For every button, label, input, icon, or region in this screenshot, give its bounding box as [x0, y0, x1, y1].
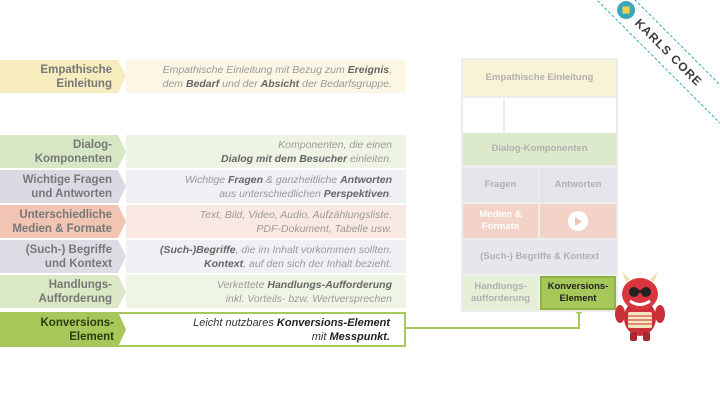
brand-ribbon: KARLS CORE — [579, 0, 720, 125]
description-text: Handlungs-Aufforderung — [267, 278, 392, 291]
description-text: (Such-)Begriffe — [159, 243, 236, 256]
wire-medien: Medien & Formate — [463, 204, 538, 238]
description-text: einleiten. — [347, 152, 392, 165]
row-label-line: Wichtige Fragen — [22, 173, 112, 186]
wire-dialog: Dialog-Komponenten — [463, 133, 616, 165]
description-text: Dialog mit dem Besucher — [221, 152, 348, 165]
wire-video[interactable] — [540, 204, 616, 238]
description-text: PDF-Dokument, Tabelle usw. — [256, 222, 392, 235]
description-text: Leicht nutzbares — [193, 316, 277, 329]
description-text: , auf den sich der Inhalt bezieht. — [243, 257, 392, 270]
description-text: dem — [162, 77, 186, 90]
page-wireframe: Empathische Einleitung Dialog-Komponente… — [461, 58, 618, 312]
description-text: Verkettete — [216, 278, 268, 291]
row-label-line: und Kontext — [44, 257, 112, 270]
description-text: mit — [311, 330, 330, 343]
row-label-line: Handlungs- — [48, 278, 112, 291]
wire-konversion[interactable]: Konversions-Element — [540, 276, 616, 310]
row-label-line: Element — [69, 330, 114, 343]
description-text: Antworten — [340, 173, 392, 186]
description-text: Bedarf — [185, 77, 220, 90]
mascot-monster-icon — [610, 270, 670, 342]
wire-antworten: Antworten — [540, 168, 616, 202]
description-text: Konversions-Element — [276, 316, 390, 329]
description-text: Messpunkt. — [329, 330, 390, 343]
description-text: aus unterschiedlichen — [219, 187, 324, 200]
description-text: & ganzheitliche — [263, 173, 341, 186]
row-label-line: und Antworten — [31, 187, 112, 200]
row-description: Wichtige Fragen & ganzheitliche Antworte… — [126, 170, 406, 203]
row-label: Dialog-Komponenten — [0, 135, 126, 168]
description-text: Perspektiven — [323, 187, 390, 200]
wire-fragen: Fragen — [463, 168, 538, 202]
description-text: Text, Bild, Video, Audio, Aufzählungslis… — [199, 208, 392, 221]
description-text: Komponenten, die einen — [278, 138, 392, 151]
connector-horizontal — [406, 327, 580, 329]
row-description: (Such-)Begriffe, die im Inhalt vorkommen… — [126, 240, 406, 273]
description-text: Absicht — [260, 77, 300, 90]
description-text: inkl. Vorteils- bzw. Wertversprechen — [225, 292, 392, 305]
brand-name: KARLS CORE — [631, 15, 706, 90]
row-label-line: (Such-) Begriffe — [25, 243, 112, 256]
description-text: Fragen — [228, 173, 264, 186]
row-label-line: Unterschiedliche — [19, 208, 112, 221]
wire-empathische: Empathische Einleitung — [463, 60, 616, 96]
connector-vertical — [578, 310, 580, 329]
description-text: und der — [219, 77, 261, 90]
row-description: Empathische Einleitung mit Bezug zum Ere… — [126, 60, 406, 93]
row-label-line: Einleitung — [56, 77, 112, 90]
row-label-line: Empathische — [40, 63, 112, 76]
row-label-line: Konversions- — [40, 316, 115, 329]
row-label-line: Medien & Formate — [12, 222, 112, 235]
play-icon[interactable] — [568, 211, 588, 231]
wire-handlung: Handlungs-aufforderung — [463, 276, 538, 310]
description-text: , die im Inhalt vorkommen sollten. — [235, 243, 392, 256]
row-label-line: Komponenten — [34, 152, 112, 165]
row-description: Text, Bild, Video, Audio, Aufzählungslis… — [126, 205, 406, 238]
description-text: Ereignis — [347, 63, 390, 76]
description-text: Kontext — [204, 257, 244, 270]
description-text: der Bedarfsgruppe. — [299, 77, 392, 90]
wire-begriffe: (Such-) Begriffe & Kontext — [463, 240, 616, 274]
description-text: , — [389, 63, 392, 76]
brand-logo-icon — [613, 0, 640, 24]
row-label-line: Dialog- — [73, 138, 112, 151]
description-text: . — [389, 187, 392, 200]
row-label: Konversions-Element — [0, 312, 126, 347]
description-text: Wichtige — [184, 173, 228, 186]
description-text: Empathische Einleitung mit Bezug zum — [162, 63, 348, 76]
row-label-line: Aufforderung — [38, 292, 112, 305]
row-label: Handlungs-Aufforderung — [0, 275, 126, 308]
